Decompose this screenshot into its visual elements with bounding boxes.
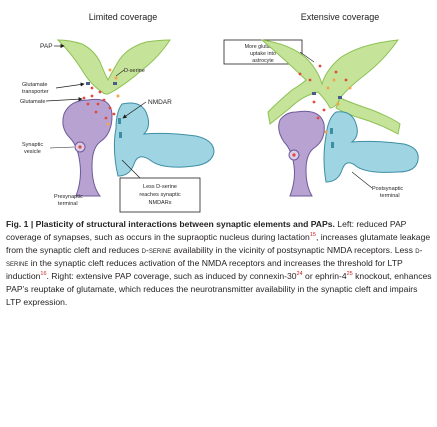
caption-part-5: . Right: extensive PAP coverage, such as… <box>46 271 297 281</box>
left-glutamate-transporter-2 <box>113 82 117 85</box>
label-glutamate-transporter-1: Glutamate <box>22 82 47 88</box>
left-panel-title: Limited coverage <box>89 12 158 22</box>
label-postsynaptic-1: Postsynaptic <box>372 186 403 192</box>
left-callout-line-3: NMDARs <box>149 200 172 206</box>
caption-part-2: , increases glutamate leakage from the s… <box>6 232 431 255</box>
left-nmdar-receptor-2 <box>119 132 122 138</box>
right-callout-line-2: uptake into <box>250 51 276 57</box>
left-astrocyte-pap <box>56 39 171 95</box>
caption-part-1: Left: reduced PAP coverage of synapses, … <box>6 219 407 242</box>
label-synaptic-vesicle-2: vesicle <box>24 149 41 155</box>
d-serine-pointer <box>115 69 125 77</box>
caption-ref-2[interactable]: 16 <box>40 271 47 277</box>
caption-fig-label: Fig. 1 | Plasticity of structural intera… <box>6 219 335 229</box>
label-presynaptic-2: terminal <box>58 201 78 207</box>
right-astrocyte-pap <box>260 39 400 125</box>
right-callout-line-1: More glutamate <box>245 44 282 50</box>
caption-d-serine-2: d-serine <box>6 245 423 268</box>
postsynaptic-pointer <box>351 171 373 189</box>
caption-part-6: or ephrin-4 <box>302 271 347 281</box>
label-presynaptic-1: Presynaptic <box>54 194 83 200</box>
label-glutamate-transporter-2: transporter <box>22 89 49 95</box>
caption-ref-1[interactable]: 15 <box>309 232 316 238</box>
caption-ref-3[interactable]: 24 <box>296 271 303 277</box>
right-glutamate-transporter-2 <box>338 96 342 99</box>
synaptic-vesicle-pointer <box>49 146 75 149</box>
figure-caption: Fig. 1 | Plasticity of structural intera… <box>6 218 432 309</box>
right-glutamate-dots <box>298 64 348 120</box>
label-nmdar: NMDAR <box>148 99 172 106</box>
left-postsynaptic-terminal <box>113 102 215 177</box>
left-glutamate-transporter-1 <box>86 82 90 85</box>
label-synaptic-vesicle-1: Synaptic <box>22 142 43 148</box>
right-nmdar-receptor-1 <box>330 128 333 134</box>
label-postsynaptic-2: terminal <box>380 193 400 199</box>
right-callout-pointer <box>299 51 315 63</box>
left-presynaptic-terminal <box>62 98 113 197</box>
glutamate-transporter-pointer <box>55 82 85 89</box>
label-pap: PAP <box>40 43 53 50</box>
label-d-serine: D-serine <box>124 68 145 74</box>
right-panel-title: Extensive coverage <box>301 12 380 22</box>
synapse-coverage-diagram: Limited coverage PAP D-serine Glutamate … <box>20 12 419 213</box>
right-d-serine-dots <box>324 78 352 134</box>
right-postsynaptic-terminal <box>323 111 419 183</box>
right-glutamate-transporter-1 <box>312 92 316 95</box>
left-nmdar-receptor-1 <box>118 118 121 124</box>
right-nmdar-receptor-2 <box>331 142 334 148</box>
left-callout-pointer <box>121 159 141 179</box>
left-callout-box <box>119 177 201 213</box>
left-callout-line-1: Less D-serine <box>143 184 177 190</box>
left-glutamate-dots <box>82 86 116 120</box>
left-synaptic-vesicle-glutamate <box>78 145 82 149</box>
left-callout-line-2: reaches synaptic <box>139 192 181 198</box>
caption-part-7: knockout, enhances PAP’s reuptake of glu… <box>6 271 432 307</box>
caption-part-3: availability in the vicinity of postsyna… <box>171 245 416 255</box>
right-synaptic-vesicle-glutamate <box>292 153 296 157</box>
nmdar-pointer <box>122 101 147 119</box>
label-glutamate: Glutamate <box>20 99 45 105</box>
right-presynaptic-terminal <box>278 110 325 197</box>
caption-ref-4[interactable]: 25 <box>346 271 353 277</box>
left-d-serine-dots <box>106 68 120 126</box>
glutamate-pointer <box>45 97 83 102</box>
right-callout-line-3: astrocyte <box>252 58 274 64</box>
caption-d-serine-1: d-serine <box>141 245 172 255</box>
caption-part-4: in the synaptic cleft reduces activation… <box>6 258 403 281</box>
